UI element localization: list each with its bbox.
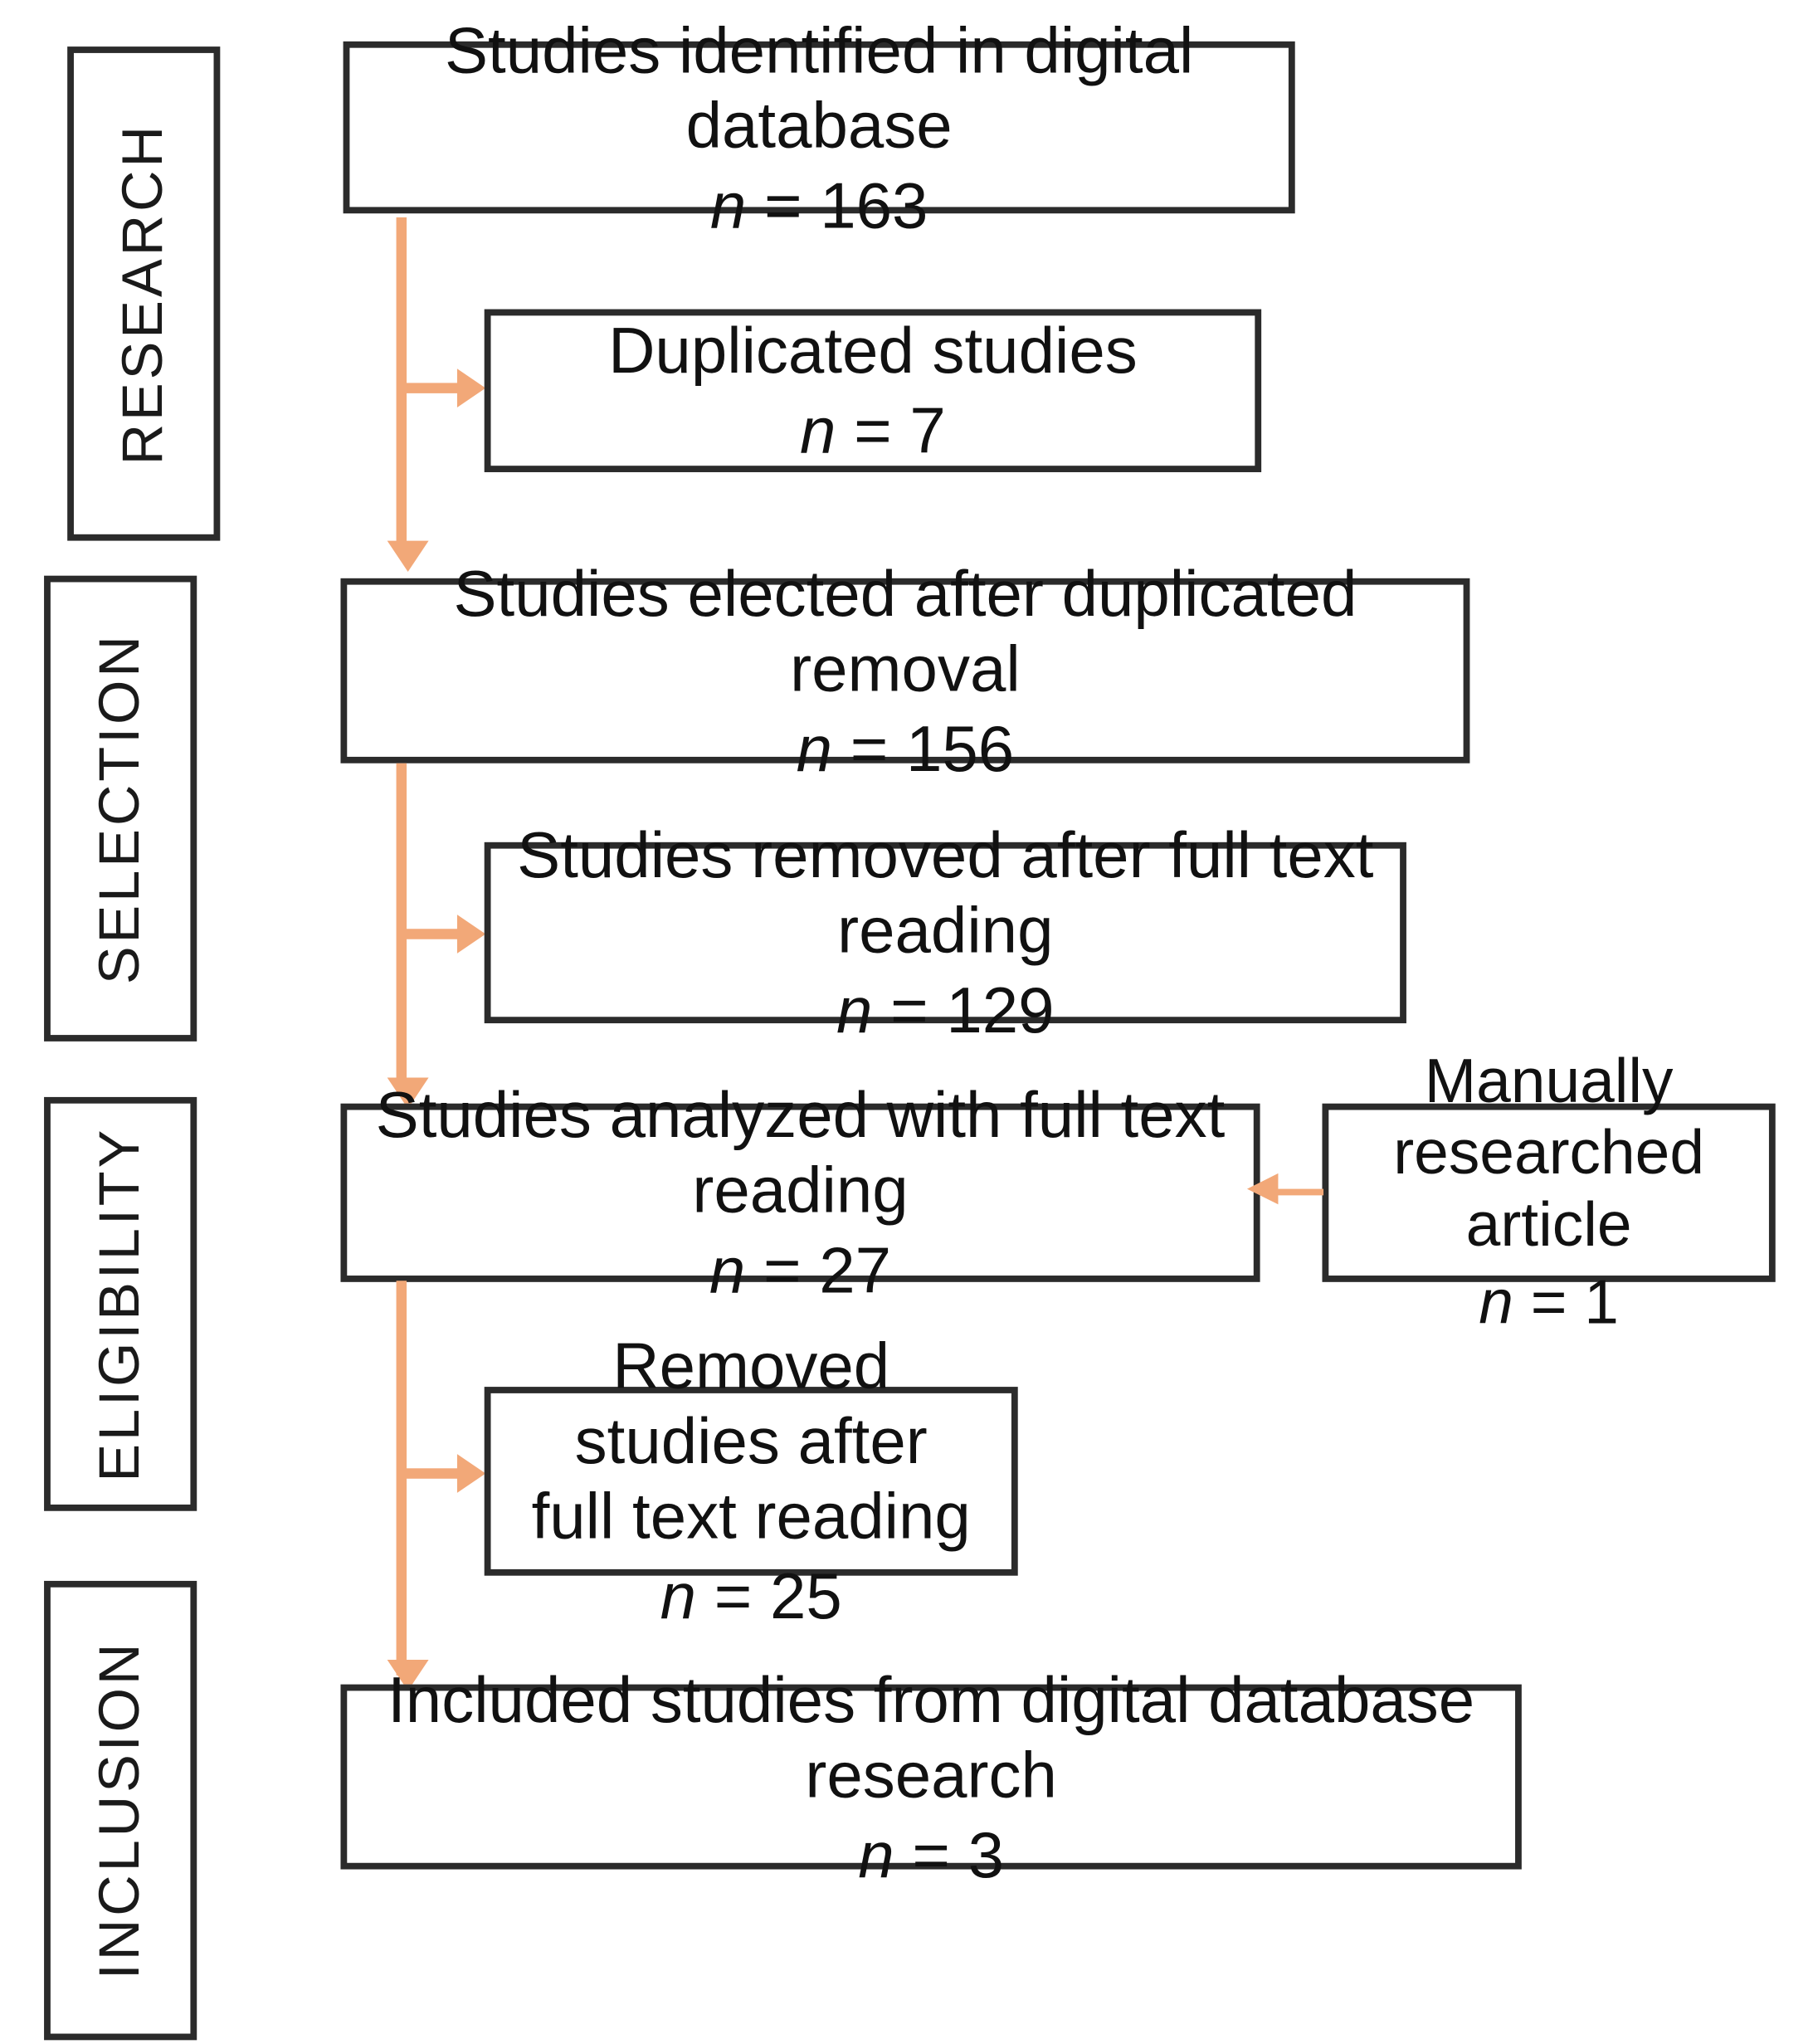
n-value: 3 — [967, 1817, 1005, 1891]
box-manually-researched-article-label: Manually researched article — [1393, 1047, 1704, 1261]
n-symbol: n — [858, 1817, 894, 1891]
connector-elected-to-removed129-line — [401, 929, 463, 939]
box-studies-analyzed-count: n = 27 — [709, 1233, 891, 1308]
stage-label-inclusion: INCLUSION — [44, 1580, 197, 2041]
box-studies-analyzed-label: Studies analyzed with full text reading — [375, 1079, 1226, 1227]
n-equals: = — [836, 394, 910, 467]
n-equals: = — [894, 1817, 968, 1891]
n-symbol: n — [709, 1234, 746, 1307]
n-symbol: n — [660, 1559, 697, 1633]
stage-label-eligibility-text: ELIGIBILITY — [88, 1126, 152, 1482]
connector-identified-to-elected-line — [396, 217, 407, 548]
box-studies-analyzed: Studies analyzed with full text reading … — [340, 1079, 1260, 1306]
n-value: 25 — [769, 1559, 842, 1633]
box-studies-identified-label: Studies identified in digital database — [444, 13, 1194, 162]
box-included-studies-label: Included studies from digital database r… — [387, 1662, 1475, 1811]
box-studies-removed-129: Studies removed after full text reading … — [484, 819, 1406, 1046]
n-value: 163 — [820, 168, 928, 241]
box-duplicated-studies-label: Duplicated studies — [608, 314, 1138, 388]
box-studies-elected: Studies elected after duplicated removal… — [340, 557, 1470, 784]
box-removed-studies-25-label: Removed studies after full text reading — [531, 1329, 971, 1553]
connector-elected-to-removed129-arrowhead — [456, 915, 486, 954]
box-duplicated-studies: Duplicated studies n = 7 — [484, 309, 1262, 472]
n-equals: = — [832, 712, 906, 785]
stage-label-inclusion-text: INCLUSION — [88, 1641, 152, 1980]
connector-identified-to-elected-arrowhead — [387, 540, 429, 573]
stage-label-selection-text: SELECTION — [88, 632, 152, 985]
box-studies-identified: Studies identified in digital database n… — [343, 13, 1295, 241]
box-studies-elected-count: n = 156 — [797, 711, 1015, 786]
n-symbol: n — [1479, 1268, 1513, 1338]
connector-elected-to-analyzed-line — [396, 763, 407, 1094]
box-removed-studies-25-count: n = 25 — [660, 1559, 842, 1633]
box-removed-studies-25: Removed studies after full text reading … — [484, 1330, 1018, 1632]
connector-identified-to-duplicated-line — [401, 383, 463, 393]
connector-analyzed-to-removed25-line — [401, 1468, 463, 1479]
n-symbol: n — [796, 712, 833, 785]
connector-manual-to-analyzed-line — [1275, 1188, 1324, 1196]
n-value: 7 — [909, 394, 946, 467]
stage-label-research: RESEARCH — [67, 46, 221, 541]
box-manually-researched-article-count: n = 1 — [1479, 1267, 1619, 1339]
connector-identified-to-duplicated-arrowhead — [456, 368, 486, 408]
box-studies-removed-129-label: Studies removed after full text reading — [517, 818, 1374, 967]
box-studies-identified-count: n = 163 — [710, 168, 928, 242]
n-equals: = — [745, 1234, 820, 1307]
connector-analyzed-to-removed25-arrowhead — [456, 1454, 486, 1493]
n-equals: = — [872, 973, 947, 1047]
n-symbol: n — [800, 394, 836, 467]
n-value: 27 — [819, 1234, 892, 1307]
n-value: 156 — [905, 712, 1015, 785]
n-equals: = — [746, 168, 821, 241]
stage-label-selection: SELECTION — [44, 575, 197, 1042]
box-duplicated-studies-count: n = 7 — [800, 393, 946, 468]
box-manually-researched-article: Manually researched article n = 1 — [1322, 1047, 1776, 1337]
n-symbol: n — [836, 973, 873, 1047]
box-studies-removed-129-count: n = 129 — [836, 973, 1055, 1047]
n-equals: = — [696, 1559, 770, 1633]
box-included-studies: Included studies from digital database r… — [340, 1663, 1522, 1890]
box-included-studies-count: n = 3 — [858, 1817, 1004, 1891]
n-value: 1 — [1584, 1268, 1619, 1338]
n-symbol: n — [709, 168, 747, 241]
n-value: 129 — [946, 973, 1055, 1047]
box-studies-elected-label: Studies elected after duplicated removal — [453, 557, 1357, 705]
stage-label-eligibility: ELIGIBILITY — [44, 1096, 197, 1511]
connector-manual-to-analyzed-arrowhead — [1246, 1173, 1279, 1205]
n-equals: = — [1513, 1268, 1585, 1338]
stage-label-research-text: RESEARCH — [111, 122, 175, 466]
